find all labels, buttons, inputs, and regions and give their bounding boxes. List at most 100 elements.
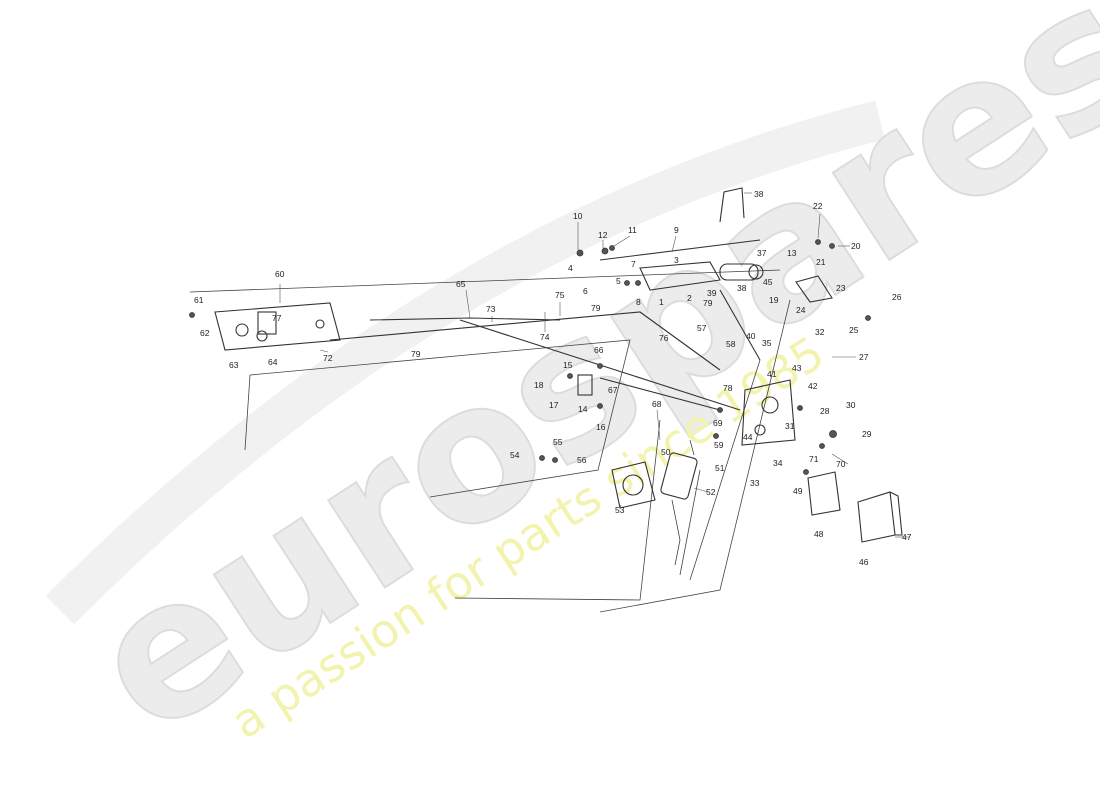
watermark-swoosh xyxy=(45,100,885,625)
callout-79-c: 79 xyxy=(703,298,713,308)
callout-3: 3 xyxy=(674,255,679,265)
callout-4: 4 xyxy=(568,263,573,273)
callout-47: 47 xyxy=(902,532,912,542)
callout-27: 27 xyxy=(859,352,869,362)
callout-73: 73 xyxy=(486,304,496,314)
callout-61: 61 xyxy=(194,295,204,305)
callout-58: 58 xyxy=(726,339,736,349)
part-latch-33 xyxy=(741,379,796,446)
callout-31: 31 xyxy=(785,421,795,431)
callout-79-a: 79 xyxy=(591,303,601,313)
callout-28: 28 xyxy=(820,406,830,416)
callout-54: 54 xyxy=(510,450,520,460)
callout-18: 18 xyxy=(534,380,544,390)
callout-24: 24 xyxy=(796,305,806,315)
part-gasket-53 xyxy=(611,461,656,509)
callout-57: 57 xyxy=(697,323,707,333)
callout-19: 19 xyxy=(769,295,779,305)
callout-77: 77 xyxy=(272,313,282,323)
part-clip-38 xyxy=(719,187,745,223)
part-control-unit-46 xyxy=(857,491,903,543)
callout-11: 11 xyxy=(628,225,637,235)
callout-8: 8 xyxy=(636,297,641,307)
watermark-brand: eurospares xyxy=(54,0,1100,778)
part-switch-plate-48 xyxy=(807,471,841,516)
callout-71: 71 xyxy=(809,454,819,464)
callout-30: 30 xyxy=(846,400,856,410)
callout-59: 59 xyxy=(714,440,724,450)
callout-7: 7 xyxy=(631,259,636,269)
callout-60: 60 xyxy=(275,269,285,279)
part-bracket-2 xyxy=(639,261,721,291)
callout-51: 51 xyxy=(715,463,725,473)
callout-52: 52 xyxy=(706,487,716,497)
callout-5: 5 xyxy=(616,276,621,286)
callout-78: 78 xyxy=(723,383,733,393)
callout-35: 35 xyxy=(762,338,772,348)
callout-63: 63 xyxy=(229,360,239,370)
callout-53: 53 xyxy=(615,505,625,515)
callout-66: 66 xyxy=(594,345,604,355)
callout-64: 64 xyxy=(268,357,278,367)
callout-43: 43 xyxy=(792,363,802,373)
callout-76: 76 xyxy=(659,333,669,343)
callout-44: 44 xyxy=(743,432,753,442)
callout-22: 22 xyxy=(813,201,823,211)
callout-48: 48 xyxy=(814,529,824,539)
leader-lines xyxy=(279,192,910,538)
callout-2: 2 xyxy=(687,293,692,303)
callout-34: 34 xyxy=(773,458,783,468)
callout-17: 17 xyxy=(549,400,559,410)
part-cylinder-37 xyxy=(719,263,764,281)
callout-23: 23 xyxy=(836,283,846,293)
callout-32: 32 xyxy=(815,327,825,337)
callout-49: 49 xyxy=(793,486,803,496)
callout-14: 14 xyxy=(578,404,588,414)
callout-62: 62 xyxy=(200,328,210,338)
callout-37: 37 xyxy=(757,248,767,258)
callout-12: 12 xyxy=(598,230,608,240)
callout-39: 39 xyxy=(707,288,717,298)
watermark: eurospares a passion for parts since 198… xyxy=(45,0,1100,779)
callout-9: 9 xyxy=(674,225,679,235)
part-motor-50 xyxy=(660,439,698,566)
part-plate-14 xyxy=(577,374,593,396)
part-lock-assembly-60 xyxy=(214,302,341,351)
callout-38-top: 38 xyxy=(754,189,764,199)
callout-labels: 1 2 3 4 5 6 7 8 9 10 11 12 13 14 15 16 1… xyxy=(194,189,912,567)
callout-10: 10 xyxy=(573,211,583,221)
callout-13: 13 xyxy=(787,248,797,258)
part-handle-23 xyxy=(795,275,833,303)
callout-56: 56 xyxy=(577,455,587,465)
callout-26: 26 xyxy=(892,292,902,302)
callout-55: 55 xyxy=(553,437,563,447)
callout-21: 21 xyxy=(816,257,826,267)
door-frame xyxy=(189,269,791,613)
callout-50: 50 xyxy=(661,447,671,457)
callout-33: 33 xyxy=(750,478,760,488)
callout-20: 20 xyxy=(851,241,861,251)
callout-16: 16 xyxy=(596,422,606,432)
callout-38: 38 xyxy=(737,283,747,293)
callout-72: 72 xyxy=(323,353,333,363)
fasteners xyxy=(189,239,871,475)
callout-42: 42 xyxy=(808,381,818,391)
callout-15: 15 xyxy=(563,360,573,370)
callout-40: 40 xyxy=(746,331,756,341)
callout-29: 29 xyxy=(862,429,872,439)
callout-6: 6 xyxy=(583,286,588,296)
callout-46: 46 xyxy=(859,557,869,567)
callout-67: 67 xyxy=(608,385,618,395)
callout-65: 65 xyxy=(456,279,466,289)
callout-1: 1 xyxy=(659,297,664,307)
callout-41: 41 xyxy=(767,369,777,379)
callout-68: 68 xyxy=(652,399,662,409)
callout-74: 74 xyxy=(540,332,550,342)
callout-69: 69 xyxy=(713,418,723,428)
callout-45: 45 xyxy=(763,277,773,287)
callout-75: 75 xyxy=(555,290,565,300)
callout-25: 25 xyxy=(849,325,859,335)
callout-79-b: 79 xyxy=(411,349,421,359)
